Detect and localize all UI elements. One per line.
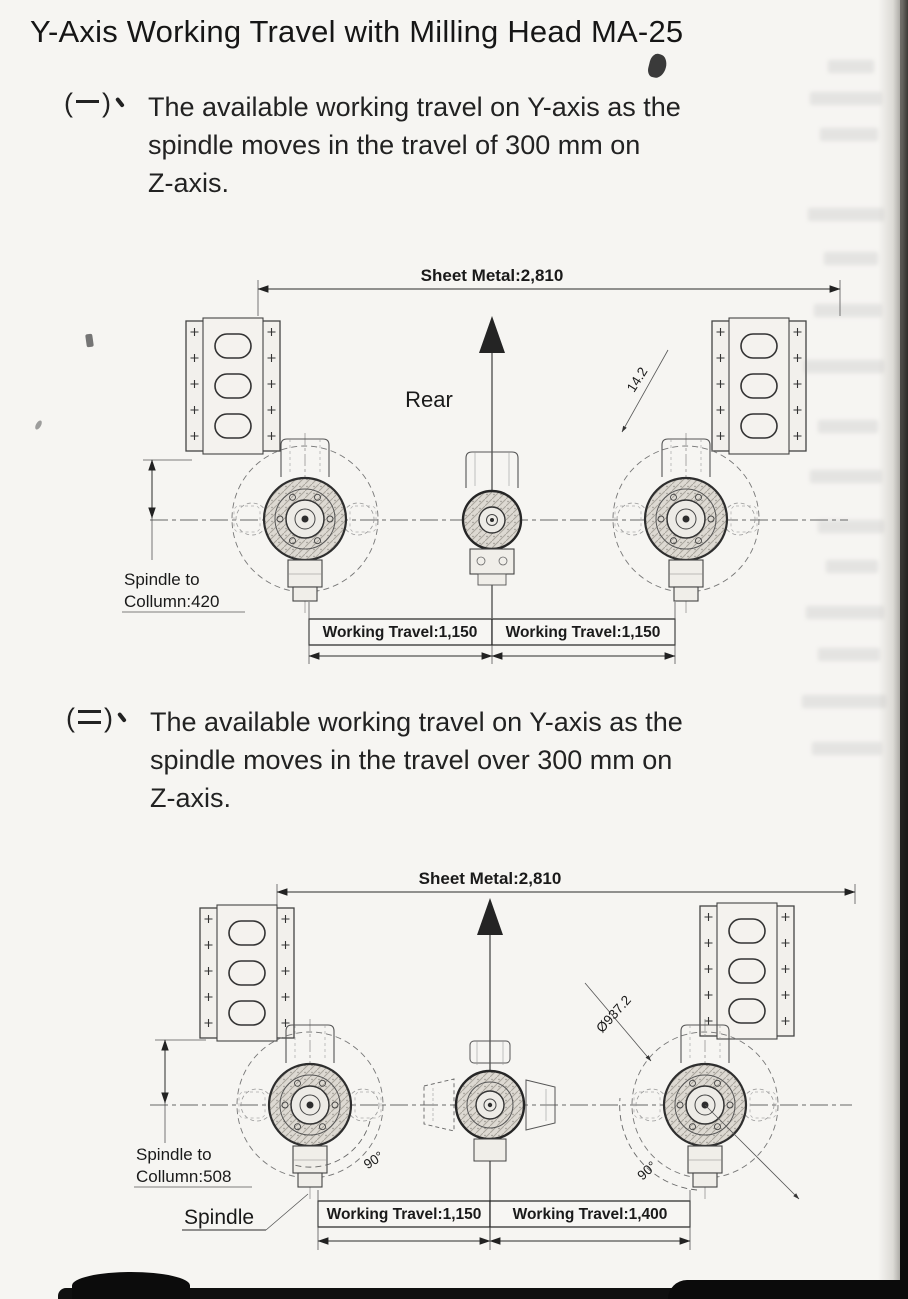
d2-working-travel-dimension: Working Travel:1,150 Working Travel:1,40…: [317, 1190, 691, 1250]
d1-spindle-to-column-line1: Spindle to: [124, 570, 200, 589]
section2-line2: spindle moves in the travel over 300 mm …: [150, 745, 673, 775]
diagram-2: Sheet Metal:2,810 Ø937.2 90° 90°: [134, 869, 856, 1250]
d2-right-column: [699, 902, 795, 1040]
numbering-open-paren: (: [64, 88, 73, 118]
bleed-through-artifact: [820, 128, 878, 141]
d2-sheet-metal-dimension: Sheet Metal:2,810: [276, 869, 856, 906]
d2-working-travel-left-label: Working Travel:1,150: [327, 1206, 482, 1223]
section2-numbering: (): [66, 703, 127, 734]
d2-working-travel-right-label: Working Travel:1,400: [513, 1206, 668, 1223]
numbering-close-paren: ): [104, 703, 113, 733]
bleed-through-artifact: [812, 742, 882, 755]
bleed-through-artifact: [806, 606, 884, 619]
numbering-open-paren: (: [66, 703, 75, 733]
diagram-1: Sheet Metal:2,810 Rear 14.2 Spindle to C…: [122, 266, 848, 664]
ideograph-two-icon: [78, 709, 101, 724]
d1-angle-dimension: 14.2: [621, 349, 669, 433]
ideographic-comma-icon: [114, 97, 125, 109]
d1-right-milling-head: [611, 431, 761, 615]
d1-angle-label: 14.2: [624, 364, 651, 394]
d2-rear-direction: [477, 898, 503, 1240]
d2-left-milling-head: [235, 1017, 385, 1201]
d2-angle-left-label: 90°: [361, 1148, 386, 1172]
bleed-through-artifact: [802, 695, 886, 708]
d1-rear-arrow-icon: [479, 316, 505, 353]
d1-left-column: [185, 317, 281, 455]
d1-sheet-metal-dimension: Sheet Metal:2,810: [257, 266, 841, 316]
bleed-through-artifact: [818, 648, 880, 661]
bleed-through-artifact: [814, 304, 882, 317]
d2-diagonal-leader-line: [704, 1104, 800, 1200]
section1-line3: Z-axis.: [148, 168, 229, 198]
d1-working-travel-right-label: Working Travel:1,150: [506, 624, 661, 641]
d2-spindle-to-column-line2: Collumn:508: [136, 1167, 231, 1186]
bleed-through-artifact: [810, 92, 882, 105]
bleed-through-artifact: [808, 208, 884, 221]
ideograph-one-icon: [76, 100, 99, 104]
section2-line3: Z-axis.: [150, 783, 231, 813]
d1-right-column: [711, 317, 807, 455]
scan-bottom-right-blob: [668, 1280, 908, 1299]
bleed-through-artifact: [824, 252, 878, 265]
scan-speck: [646, 52, 669, 80]
d1-working-travel-left-label: Working Travel:1,150: [323, 624, 478, 641]
d2-left-column: [199, 904, 295, 1042]
section1-line2: spindle moves in the travel of 300 mm on: [148, 130, 641, 160]
section1-text: The available working travel on Y-axis a…: [148, 88, 681, 202]
bleed-through-artifact: [810, 470, 882, 483]
d2-spindle-to-column-dimension: Spindle to Collumn:508: [134, 1039, 252, 1188]
scan-edge-dark-band: [900, 0, 908, 1299]
scan-bottom-band: [58, 1288, 908, 1299]
section2-text: The available working travel on Y-axis a…: [150, 703, 683, 817]
section1-line1: The available working travel on Y-axis a…: [148, 92, 681, 122]
numbering-close-paren: ): [102, 88, 111, 118]
d2-spindle-callout: Spindle: [182, 1193, 309, 1231]
d1-sheet-metal-label: Sheet Metal:2,810: [421, 266, 564, 285]
bleed-through-artifact: [818, 520, 884, 533]
section1-numbering: (): [64, 88, 125, 119]
d2-diameter-dimension: Ø937.2: [584, 982, 652, 1062]
page-title: Y-Axis Working Travel with Milling Head …: [30, 14, 684, 49]
d2-rear-arrow-icon: [477, 898, 503, 935]
bleed-through-artifact: [818, 420, 878, 433]
d1-spindle-to-column-line2: Collumn:420: [124, 592, 219, 611]
bleed-through-artifact: [828, 60, 874, 73]
bleed-through-artifact: [826, 560, 878, 573]
d1-left-milling-head: [230, 431, 380, 615]
d2-spindle-label: Spindle: [184, 1206, 254, 1229]
d2-angle-right-label: 90°: [634, 1158, 659, 1183]
section2-line1: The available working travel on Y-axis a…: [150, 707, 683, 737]
ideographic-comma-icon: [116, 712, 127, 724]
scan-bottom-blob: [72, 1272, 190, 1299]
d1-spindle-to-column-dimension: Spindle to Collumn:420: [122, 459, 245, 613]
d1-rear-label: Rear: [405, 387, 453, 412]
bleed-through-artifact: [804, 360, 884, 373]
d2-sheet-metal-label: Sheet Metal:2,810: [419, 869, 562, 888]
d2-spindle-to-column-line1: Spindle to: [136, 1145, 212, 1164]
d1-working-travel-dimension: Working Travel:1,150 Working Travel:1,15…: [308, 602, 676, 664]
d2-diameter-label: Ø937.2: [593, 993, 634, 1036]
